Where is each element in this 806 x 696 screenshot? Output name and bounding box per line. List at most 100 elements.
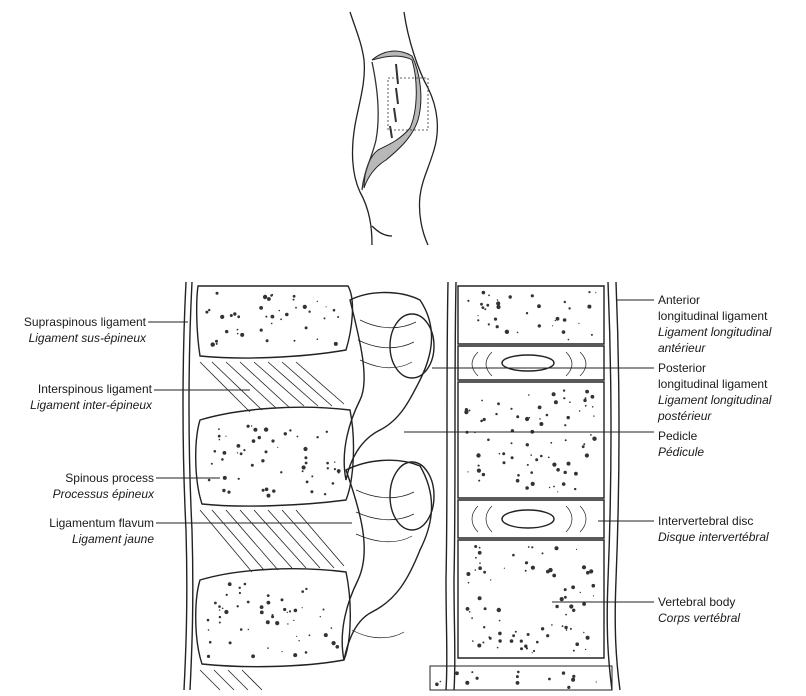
- stipple-dot: [531, 482, 535, 486]
- disc-rings: [472, 352, 586, 532]
- stipple-dot: [517, 474, 520, 477]
- stipple-dot: [531, 294, 534, 297]
- stipple-dot: [287, 612, 288, 613]
- stipple-dot: [528, 394, 530, 396]
- stipple-dot: [208, 309, 210, 311]
- stipple-dot: [539, 418, 541, 420]
- stipple-dot: [477, 319, 479, 321]
- stipple-dot: [237, 333, 239, 335]
- stipple-dot: [537, 304, 541, 308]
- label-interspinous-en: Interspinous ligament: [38, 382, 153, 396]
- stipple-dot: [482, 306, 485, 309]
- stipple-dot: [495, 413, 497, 415]
- stipple-dot: [535, 458, 538, 461]
- stipple-dot: [293, 299, 295, 301]
- stipple-dot: [218, 435, 221, 438]
- stipple-dot: [219, 439, 221, 441]
- stipple-dot: [239, 592, 241, 594]
- stipple-dot: [578, 323, 579, 324]
- stipple-dot: [293, 295, 296, 298]
- stipple-dot: [259, 306, 263, 310]
- stipple-dot: [564, 626, 567, 629]
- stipple-dot: [526, 647, 528, 649]
- label-supraspinous-fr: Ligament sus-épineux: [29, 331, 147, 345]
- stipple-dot: [266, 339, 269, 342]
- label-posterior-en-1: Posterior: [658, 361, 706, 375]
- stipple-dot: [289, 610, 291, 612]
- stipple-dot: [560, 597, 564, 601]
- stipple-dot: [562, 625, 564, 627]
- stipple-dot: [205, 311, 208, 314]
- stipple-dot: [320, 616, 321, 617]
- stipple-dot: [564, 596, 567, 599]
- stipple-dot: [477, 644, 481, 648]
- stipple-dot: [265, 488, 269, 492]
- stipple-dot: [468, 410, 470, 412]
- label-posterior-en-2: longitudinal ligament: [658, 377, 768, 391]
- stipple-dot: [476, 453, 480, 457]
- stipple-dot: [209, 641, 212, 644]
- stipple-dot: [587, 305, 591, 309]
- stipple-dot: [334, 468, 336, 470]
- stipple-dot: [477, 315, 478, 316]
- stipple-dot: [562, 671, 565, 674]
- stipple-dot: [482, 473, 485, 476]
- stipple-dot: [475, 557, 477, 559]
- stipple-dot: [216, 292, 219, 295]
- stipple-dot: [563, 389, 565, 391]
- stipple-dot: [516, 479, 520, 483]
- stipple-dot: [531, 566, 535, 570]
- label-posterior-fr-2: postérieur: [657, 409, 712, 423]
- stipple-dot: [323, 609, 325, 611]
- stipple-dot: [488, 295, 490, 297]
- stipple-dot: [475, 569, 477, 571]
- stipple-dot: [294, 340, 296, 342]
- spine-miniature: [362, 51, 428, 190]
- stipple-dot: [527, 464, 529, 466]
- label-anterior-fr-2: antérieur: [658, 341, 706, 355]
- stipple-dot: [464, 410, 468, 414]
- stipple-dot: [595, 292, 596, 293]
- stipple-dot: [474, 545, 477, 548]
- stipple-dot: [572, 675, 575, 678]
- stipple-dot: [576, 549, 577, 550]
- stipple-dot: [548, 568, 552, 572]
- stipple-dot: [240, 452, 243, 455]
- stipple-dot: [271, 323, 273, 325]
- stipple-dot: [324, 493, 326, 495]
- stipple-dot: [575, 642, 579, 646]
- stipple-dot: [305, 462, 308, 465]
- stipple-dot: [571, 678, 575, 682]
- stipple-dot: [271, 439, 274, 442]
- stipple-dot: [482, 642, 484, 644]
- stipple-dot: [294, 609, 298, 613]
- stipple-dot: [248, 629, 249, 630]
- stipple-dot: [331, 627, 333, 629]
- stipple-dot: [280, 318, 282, 320]
- stipple-dot: [326, 306, 327, 307]
- stipple-dot: [471, 671, 473, 673]
- stipple-dot: [548, 457, 550, 459]
- stipple-dot: [568, 307, 570, 309]
- buttock-line: [372, 226, 392, 236]
- stipple-dot: [238, 478, 240, 480]
- stipple-dot: [208, 629, 210, 631]
- stipple-dot: [525, 570, 527, 572]
- stipple-dot: [589, 569, 593, 573]
- stipple-dot: [337, 316, 339, 318]
- stipple-dot: [324, 317, 326, 319]
- stipple-dot: [503, 461, 506, 464]
- stipple-dot: [505, 330, 509, 334]
- stipple-dot: [497, 647, 499, 649]
- stipple-dot: [265, 316, 267, 318]
- stipple-dot: [227, 491, 230, 494]
- stipple-dot: [516, 415, 519, 418]
- stipple-dot: [267, 601, 271, 605]
- stipple-dot: [336, 645, 340, 649]
- stipple-dot: [240, 333, 244, 337]
- stipple-dot: [334, 461, 335, 462]
- stipple-dot: [582, 565, 586, 569]
- stipple-dot: [258, 436, 261, 439]
- stipple-dot: [223, 451, 227, 455]
- label-spinous-fr: Processus épineux: [53, 487, 155, 501]
